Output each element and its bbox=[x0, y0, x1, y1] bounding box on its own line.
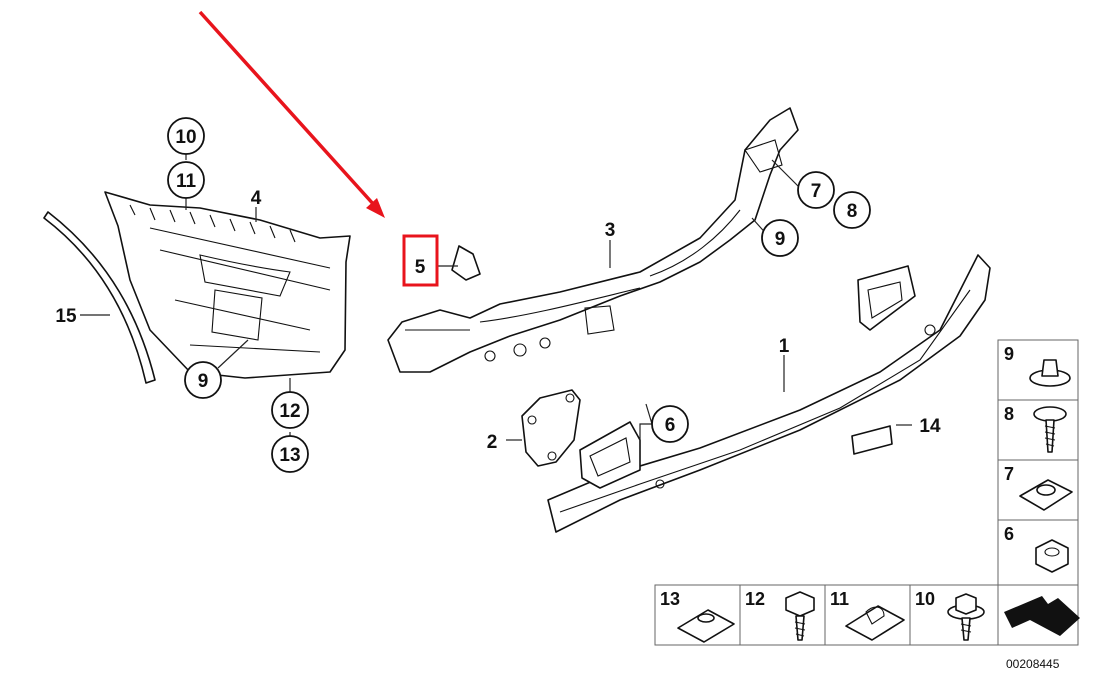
hardware-legend: 9 8 7 6 bbox=[997, 339, 1080, 646]
svg-text:10: 10 bbox=[915, 589, 935, 609]
callout-8: 8 bbox=[833, 191, 871, 229]
callout-11: 11 bbox=[167, 161, 205, 199]
legend-cell-7: 7 bbox=[997, 459, 1079, 521]
callout-13: 13 bbox=[271, 435, 309, 473]
svg-text:13: 13 bbox=[279, 445, 300, 466]
arrow-panel-icon bbox=[1004, 596, 1080, 636]
part-5-wedge-piece bbox=[451, 245, 481, 281]
part-15-trim-strip bbox=[43, 211, 156, 384]
svg-text:10: 10 bbox=[175, 127, 196, 148]
legend-cell-arrow bbox=[997, 584, 1080, 646]
legend-cell-8: 8 bbox=[997, 399, 1079, 461]
legend-cell-10: 10 bbox=[909, 584, 999, 646]
bolt-icon bbox=[785, 591, 815, 641]
svg-text:7: 7 bbox=[1004, 464, 1014, 484]
svg-text:12: 12 bbox=[745, 589, 765, 609]
svg-text:8: 8 bbox=[847, 201, 858, 222]
hardware-legend-row: 13 12 11 10 bbox=[654, 584, 999, 646]
svg-text:6: 6 bbox=[1004, 524, 1014, 544]
u-clip-icon bbox=[677, 609, 735, 643]
part-4-corner-bracket bbox=[104, 191, 351, 379]
callout-9-carrier: 9 bbox=[761, 219, 799, 257]
part-14-label-plate bbox=[851, 425, 893, 455]
leader-lines bbox=[80, 152, 912, 441]
screw-icon bbox=[1033, 406, 1067, 453]
legend-cell-12: 12 bbox=[739, 584, 826, 646]
svg-text:3: 3 bbox=[605, 220, 616, 241]
svg-text:11: 11 bbox=[176, 171, 197, 192]
diagram-id: 00208445 bbox=[1006, 657, 1060, 671]
svg-text:12: 12 bbox=[279, 401, 300, 422]
legend-cell-9: 9 bbox=[997, 339, 1079, 401]
clip-nut-icon bbox=[1019, 479, 1073, 511]
legend-cell-13: 13 bbox=[654, 584, 741, 646]
callout-1: 1 bbox=[779, 336, 790, 357]
svg-text:4: 4 bbox=[251, 188, 262, 209]
svg-text:14: 14 bbox=[919, 416, 941, 437]
callout-6: 6 bbox=[651, 405, 689, 443]
svg-text:7: 7 bbox=[811, 181, 822, 202]
legend-cell-11: 11 bbox=[824, 584, 911, 646]
part-2-cover-plate bbox=[521, 389, 581, 467]
svg-text:1: 1 bbox=[779, 336, 790, 357]
svg-text:6: 6 bbox=[665, 415, 676, 436]
svg-text:13: 13 bbox=[660, 589, 680, 609]
svg-text:2: 2 bbox=[487, 432, 498, 453]
part-3-upper-carrier bbox=[387, 107, 799, 373]
svg-text:8: 8 bbox=[1004, 404, 1014, 424]
svg-text:11: 11 bbox=[830, 589, 849, 609]
clip-icon bbox=[845, 605, 905, 641]
callout-10: 10 bbox=[167, 117, 205, 155]
part-1-bumper-beam bbox=[547, 254, 991, 533]
callout-14: 14 bbox=[919, 416, 941, 437]
callout-2: 2 bbox=[487, 432, 498, 453]
svg-text:15: 15 bbox=[55, 306, 77, 327]
svg-text:9: 9 bbox=[775, 229, 786, 250]
annotation-arrow bbox=[198, 10, 385, 218]
callout-3: 3 bbox=[605, 220, 616, 241]
callout-7: 7 bbox=[797, 171, 835, 209]
callout-9-bracket: 9 bbox=[184, 361, 222, 399]
legend-cell-6: 6 bbox=[997, 519, 1079, 586]
callout-12: 12 bbox=[271, 391, 309, 429]
svg-text:9: 9 bbox=[198, 371, 209, 392]
hex-nut-icon bbox=[1035, 539, 1069, 573]
nut-icon bbox=[1029, 359, 1071, 387]
flange-bolt-icon bbox=[947, 593, 985, 641]
svg-text:5: 5 bbox=[415, 257, 426, 278]
callout-4: 4 bbox=[251, 188, 262, 209]
callout-5-highlighted: 5 bbox=[402, 234, 439, 287]
callout-15: 15 bbox=[55, 306, 77, 327]
svg-text:9: 9 bbox=[1004, 344, 1014, 364]
